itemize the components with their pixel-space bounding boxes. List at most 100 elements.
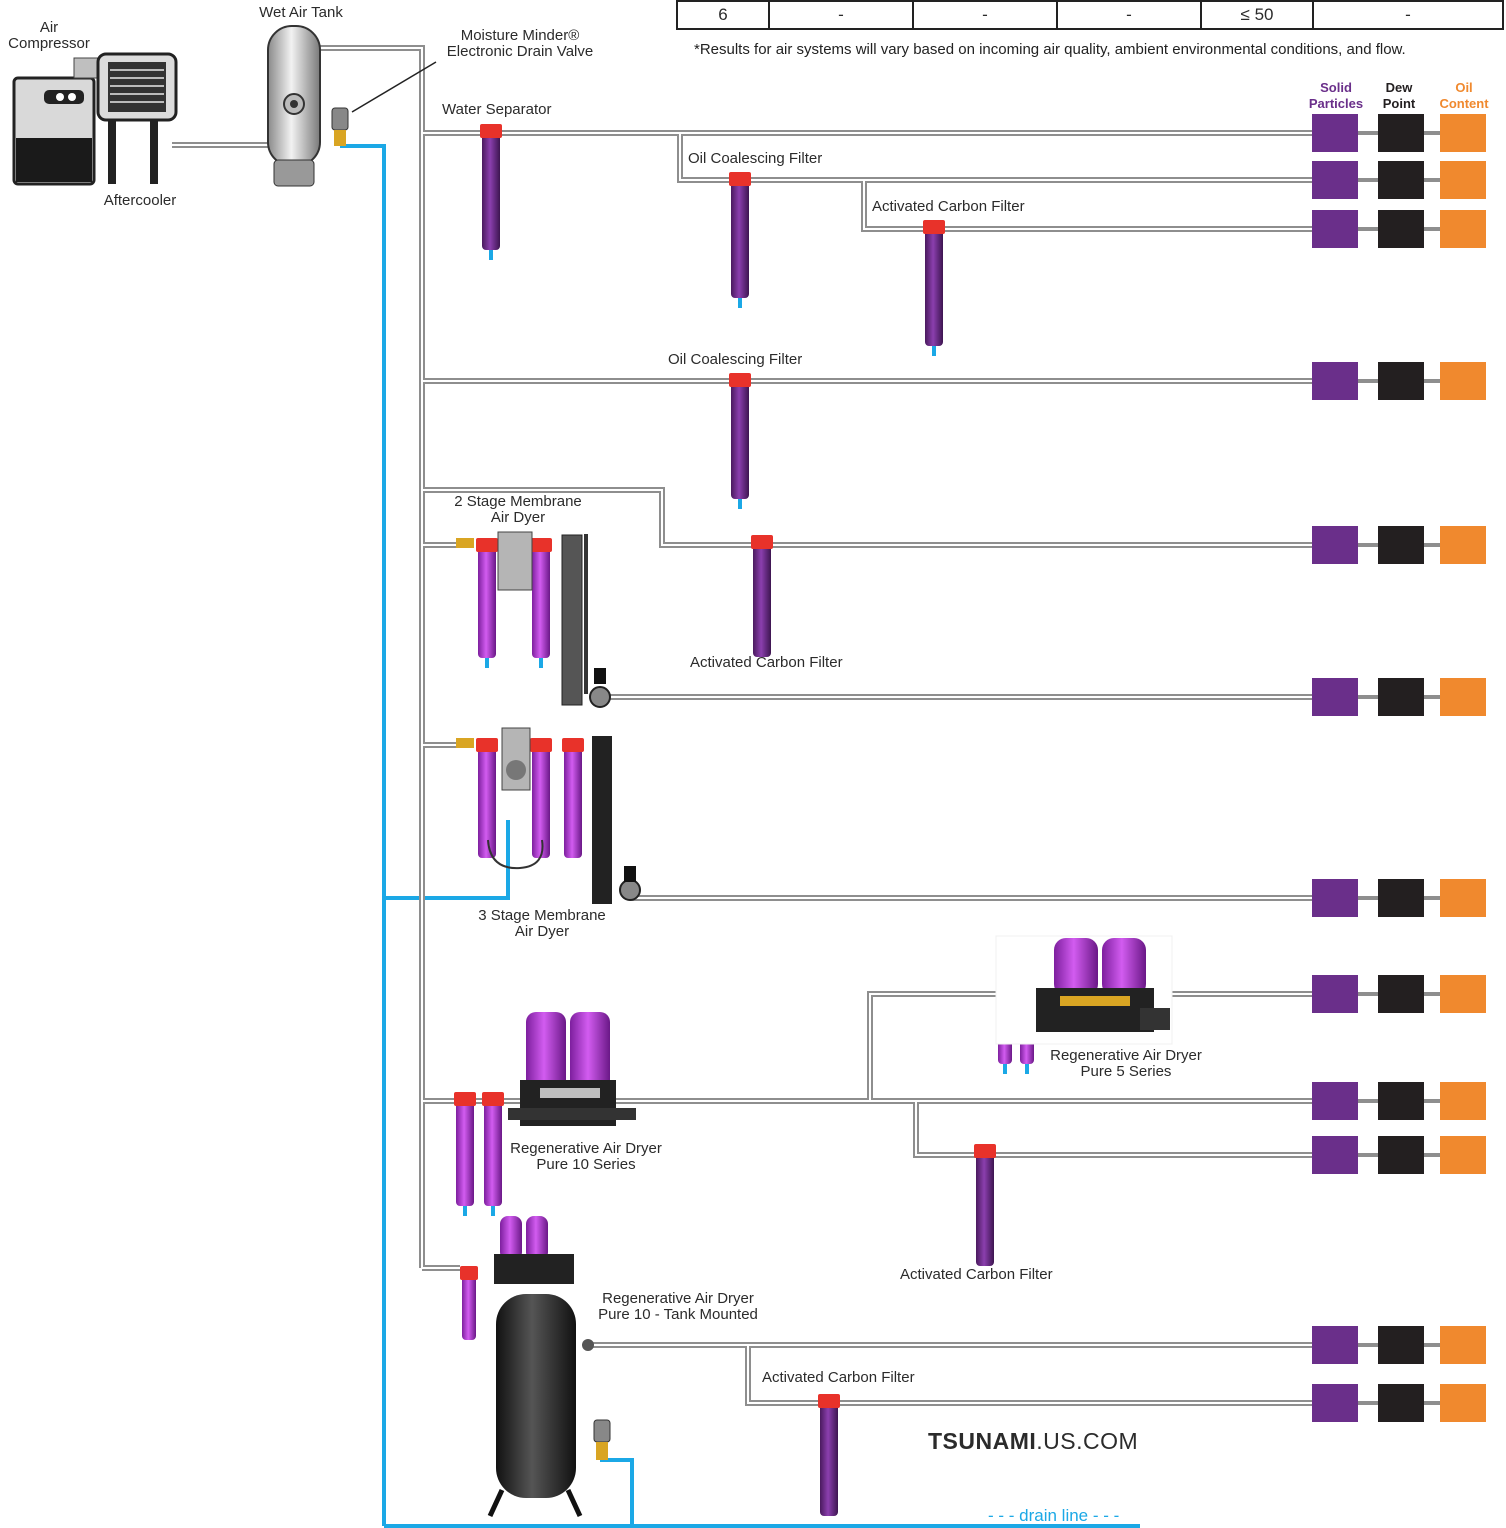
filter-cap <box>818 1394 840 1408</box>
filter-body <box>478 548 496 658</box>
filter-drip <box>1003 1064 1007 1074</box>
label-line: Pure 10 - Tank Mounted <box>598 1306 758 1323</box>
oil-content-box <box>1440 362 1486 400</box>
filter-cap <box>476 538 498 552</box>
result-row <box>1312 161 1486 199</box>
oil-content-box <box>1440 1326 1486 1364</box>
membrane-2-stage-illustration <box>456 531 611 708</box>
result-boxes <box>1312 114 1486 1422</box>
filter-body <box>482 134 500 250</box>
oil-content-box <box>1440 1082 1486 1120</box>
air-pipes <box>172 45 1335 1406</box>
dew-point-box <box>1378 1326 1424 1364</box>
filter-drip <box>485 658 489 668</box>
label-line: Air <box>39 19 59 36</box>
results-note: *Results for air systems will vary based… <box>694 41 1406 58</box>
filter-body <box>532 548 550 658</box>
filter-cap <box>480 124 502 138</box>
filter-drip <box>932 346 936 356</box>
solid-particles-box <box>1312 161 1358 199</box>
filter-drip <box>738 298 742 308</box>
filter-cartridge <box>476 538 498 668</box>
table-cell: - <box>912 0 1058 30</box>
filter-cartridge <box>729 172 751 308</box>
solid-particles-box <box>1312 1384 1358 1422</box>
wet-air-tank-illustration <box>267 25 321 187</box>
filter-cartridge <box>729 373 751 509</box>
filter-cap <box>729 172 751 186</box>
solid-particles-header: Solid Particles <box>1308 80 1364 112</box>
aftercooler-label: Aftercooler <box>103 192 177 209</box>
activated-carbon-filter-label: Activated Carbon Filter <box>872 198 1025 215</box>
label-line: 3 Stage Membrane <box>478 907 606 924</box>
filter-cap <box>476 738 498 752</box>
drain-valve-label: Moisture Minder® Electronic Drain Valve <box>436 28 604 60</box>
regen-tank-label: Regenerative Air Dryer Pure 10 - Tank Mo… <box>588 1291 768 1323</box>
filter-drip <box>539 658 543 668</box>
result-row <box>1312 678 1486 716</box>
table-cell: ≤ 50 <box>1200 0 1314 30</box>
filter-cartridge <box>818 1394 840 1516</box>
table-cell: 6 <box>676 0 770 30</box>
drain-valve-illustration <box>331 61 437 146</box>
solid-particles-box <box>1312 210 1358 248</box>
filter-cartridge <box>476 738 498 858</box>
filter-body <box>820 1404 838 1516</box>
air-compressor-illustration <box>12 57 105 186</box>
wet-air-tank-label: Wet Air Tank <box>259 4 343 21</box>
dew-point-box <box>1378 362 1424 400</box>
solid-particles-box <box>1312 678 1358 716</box>
filter-cartridges <box>454 124 1036 1516</box>
dew-point-box <box>1378 678 1424 716</box>
dew-point-box <box>1378 1384 1424 1422</box>
regen-tank-illustration <box>487 1216 611 1518</box>
result-row <box>1312 879 1486 917</box>
regen-pure10-label: Regenerative Air Dryer Pure 10 Series <box>500 1141 672 1173</box>
label-line: Regenerative Air Dryer <box>510 1140 662 1157</box>
activated-carbon-filter-label: Activated Carbon Filter <box>762 1369 915 1386</box>
result-row <box>1312 1384 1486 1422</box>
solid-particles-box <box>1312 1136 1358 1174</box>
solid-particles-box <box>1312 975 1358 1013</box>
filter-body <box>731 182 749 298</box>
label-line: Pure 5 Series <box>1080 1063 1172 1080</box>
oil-coalescing-filter-label: Oil Coalescing Filter <box>668 351 803 368</box>
header-line: Oil <box>1455 80 1473 95</box>
result-row <box>1312 975 1486 1013</box>
activated-carbon-filter-label: Activated Carbon Filter <box>900 1266 1053 1283</box>
oil-content-box <box>1440 1384 1486 1422</box>
oil-content-box <box>1440 1136 1486 1174</box>
solid-particles-box <box>1312 1326 1358 1364</box>
table-cell: - <box>1312 0 1504 30</box>
header-line: Content <box>1439 96 1489 111</box>
filter-cartridge <box>974 1144 996 1266</box>
dew-point-box <box>1378 1136 1424 1174</box>
filter-body <box>478 748 496 858</box>
filter-cap <box>530 738 552 752</box>
header-line: Particles <box>1308 96 1364 111</box>
membrane-3-stage-label: 3 Stage Membrane Air Dyer <box>462 908 622 940</box>
filter-body <box>462 1276 476 1340</box>
filter-body <box>484 1102 502 1206</box>
filter-cartridge <box>530 738 552 858</box>
result-row <box>1312 1326 1486 1364</box>
drain-lines <box>340 144 1140 1528</box>
brand-logo-text: TSUNAMI.US.COM <box>928 1428 1138 1455</box>
filter-drip <box>1025 1064 1029 1074</box>
filter-body <box>753 545 771 657</box>
filter-cap <box>454 1092 476 1106</box>
filter-cap <box>530 538 552 552</box>
label-line: Moisture Minder® <box>460 27 580 44</box>
dew-point-box <box>1378 161 1424 199</box>
filter-cap <box>923 220 945 234</box>
oil-content-header: Oil Content <box>1436 80 1492 112</box>
dew-point-box <box>1378 526 1424 564</box>
air-compressor-label: Air Compressor <box>4 20 94 52</box>
filter-cap <box>562 738 584 752</box>
filter-cartridge <box>482 1092 504 1216</box>
filter-cartridge <box>454 1092 476 1216</box>
results-table: 6 - - - ≤ 50 - <box>676 0 1504 30</box>
label-line: Air Dyer <box>490 509 546 526</box>
dew-point-box <box>1378 975 1424 1013</box>
filter-cap <box>729 373 751 387</box>
